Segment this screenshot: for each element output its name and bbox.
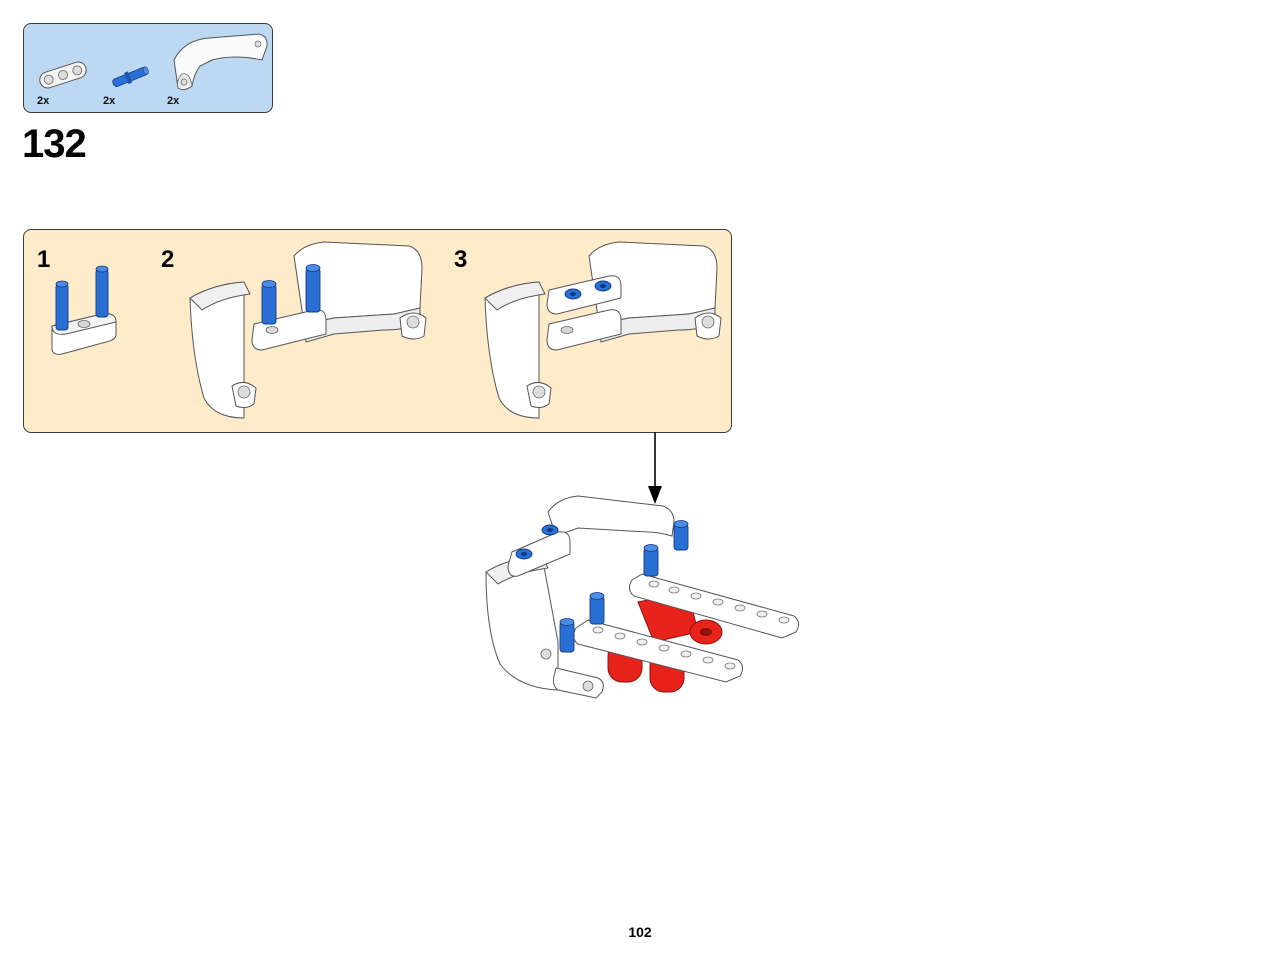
step-number: 132 bbox=[22, 122, 87, 166]
main-assembly-illustration bbox=[485, 495, 800, 699]
substep-2-illustration bbox=[189, 241, 427, 419]
page-number: 102 bbox=[628, 924, 652, 940]
down-arrow-icon bbox=[648, 432, 662, 504]
substep-label-3: 3 bbox=[454, 246, 468, 273]
part-quantity: 2x bbox=[167, 95, 180, 107]
part-quantity: 2x bbox=[103, 95, 116, 107]
parts-list-box: 2x 2x 2x bbox=[23, 23, 273, 113]
substep-3-illustration bbox=[484, 241, 722, 419]
substep-label-1: 1 bbox=[37, 246, 51, 273]
part-quantity: 2x bbox=[37, 95, 50, 107]
substep-1-illustration bbox=[51, 265, 117, 355]
substeps-box: 1 2 3 bbox=[23, 229, 732, 433]
blue-pin-icon bbox=[112, 66, 149, 87]
white-beam-3-icon bbox=[39, 61, 87, 89]
substep-label-2: 2 bbox=[161, 246, 175, 273]
white-panel-icon bbox=[173, 33, 268, 91]
